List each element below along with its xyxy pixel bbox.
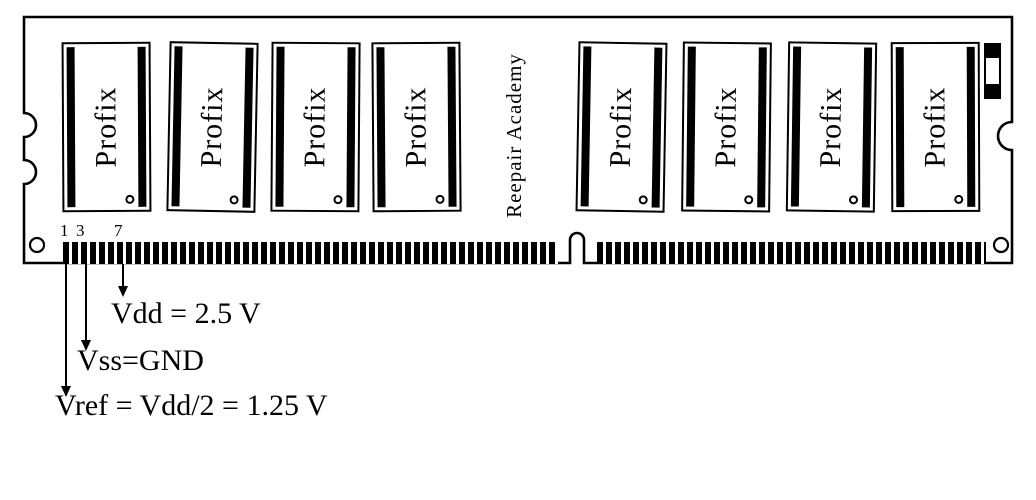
smd-capacitor [984, 43, 1001, 99]
arrow-line-vref [65, 264, 67, 388]
arrow-head-vdd [118, 286, 128, 297]
edge-connector-pins-left [63, 242, 558, 264]
chip-pin1-dot [333, 195, 343, 205]
memory-chip-4: Profix [371, 41, 462, 213]
chip-pin1-dot [954, 194, 964, 204]
memory-chip-1: Profix [61, 41, 152, 213]
memory-chip-7: Profix [785, 41, 878, 213]
memory-chip-3: Profix [270, 41, 361, 213]
memory-chip-6: Profix [681, 41, 772, 213]
annotation-vdd: Vdd = 2.5 V [111, 297, 261, 330]
pin-number-1: 1 [60, 221, 69, 240]
chip-brand-label: Profix [399, 86, 433, 168]
pin-number-3: 3 [76, 221, 85, 240]
chip-brand-label: Profix [298, 86, 332, 168]
chip-pin1-dot [435, 194, 445, 204]
arrow-line-vss [85, 264, 87, 342]
arrow-head-vref [61, 386, 71, 397]
chip-brand-label: Profix [603, 86, 639, 168]
edge-connector-pins-right [597, 242, 986, 264]
mounting-hole-right [992, 236, 1010, 254]
chip-brand-label: Profix [89, 86, 123, 168]
chip-pin1-dot [638, 195, 648, 205]
memory-chip-5: Profix [575, 41, 668, 213]
annotation-vss: Vss=GND [77, 344, 204, 377]
brand-text: Reepair Academy [501, 52, 526, 218]
mounting-hole-left [28, 236, 46, 254]
chip-brand-label: Profix [813, 86, 849, 168]
chip-brand-label: Profix [194, 86, 230, 168]
chip-brand-label: Profix [709, 86, 743, 168]
arrow-line-vdd [122, 264, 124, 288]
chip-pin1-dot [125, 194, 135, 204]
chip-pin1-dot [848, 195, 859, 205]
arrow-head-vss [81, 340, 91, 351]
memory-chip-2: Profix [166, 41, 259, 213]
memory-chip-8: Profix [890, 41, 981, 213]
chip-pin1-dot [744, 195, 754, 205]
chip-brand-label: Profix [918, 86, 952, 168]
annotation-vref: Vref = Vdd/2 = 1.25 V [55, 389, 328, 422]
pin-number-7: 7 [114, 221, 123, 240]
